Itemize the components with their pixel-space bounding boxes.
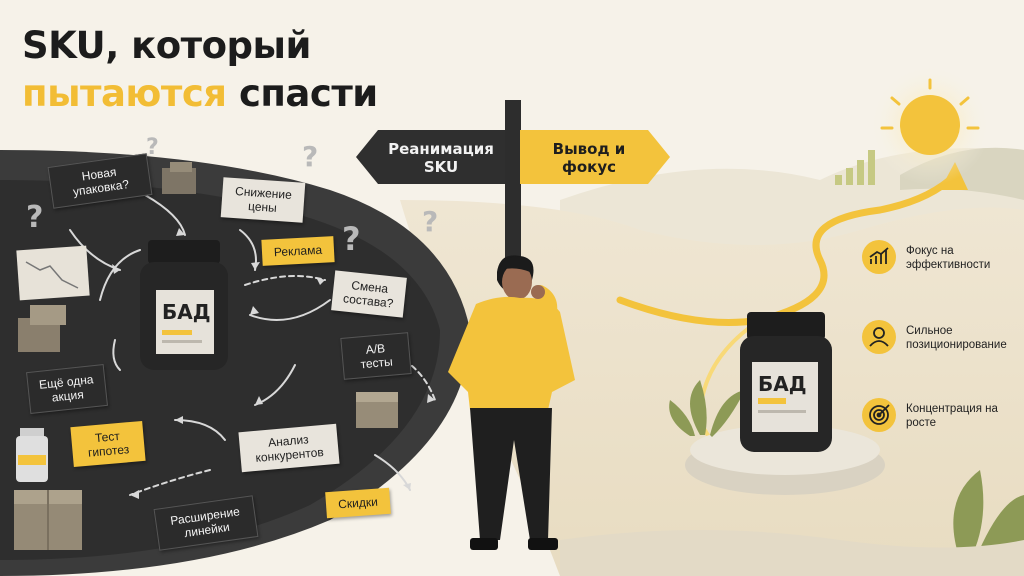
question-mark-icon: ? [302,140,319,173]
question-mark-icon: ? [26,200,44,235]
right-jar-label: БАД [758,372,807,396]
title-rest: спасти [238,72,378,115]
benefit-efficiency: Фокус на эффективности [906,245,991,271]
page-title: SKU, который пытаются спасти [22,22,378,118]
sign-left-text: Реанимация SKU [388,140,494,176]
box-icon [14,490,82,550]
benefit-growth: Концентрация на росте [906,403,998,429]
note-formula-change: Смена состава? [331,270,407,318]
right-jar [740,312,832,452]
signpost-pole [505,100,521,280]
sign-right-text: Вывод и фокус [552,140,626,176]
sign-left-board [356,130,505,184]
box-icon [162,162,196,194]
question-mark-icon: ? [422,205,439,238]
note-ab-tests: A/B тесты [340,332,412,380]
box-icon [18,305,66,352]
left-jar-label: БАД [162,300,211,324]
box-icon [356,392,398,428]
small-bottle-icon [16,428,48,482]
note-hypothesis-test: Тест гипотез [70,420,146,468]
person-icon [862,320,896,354]
chart-icon [862,240,896,274]
sign-right-board [520,130,670,184]
sun-icon [900,95,960,155]
target-icon [862,398,896,432]
question-mark-icon: ? [146,135,159,160]
note-competitor-analysis: Анализ конкурентов [238,423,340,473]
plant-icon [669,380,745,437]
question-mark-icon: ? [342,220,361,258]
note-ads: Реклама [261,236,335,266]
title-line-2: пытаются спасти [22,70,378,118]
left-jar [140,240,228,370]
note-discounts: Скидки [325,487,391,519]
growth-bars-icon [835,150,875,185]
thinking-person [448,255,575,550]
note-another-promo: Ещё одна акция [26,364,108,414]
note-price-cut: Снижение цены [220,177,306,223]
benefit-positioning: Сильное позиционирование [906,325,1007,351]
declining-chart-icon [16,245,90,301]
title-line-1: SKU, который [22,24,311,67]
title-highlight: пытаются [22,72,227,115]
